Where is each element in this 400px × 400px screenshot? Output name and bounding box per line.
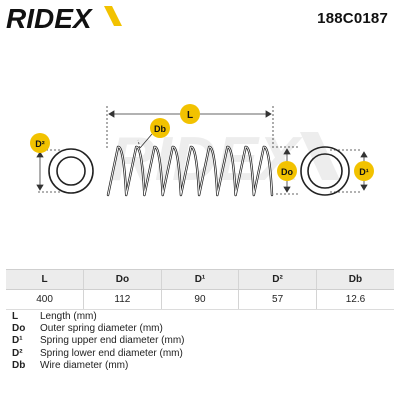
brand-accent-icon <box>104 6 122 26</box>
legend-item: D¹ Spring upper end diameter (mm) <box>12 335 382 347</box>
value-upper-end-diameter: 90 <box>160 289 239 310</box>
header-length: L <box>6 269 84 290</box>
arrow-right-icon <box>265 110 272 118</box>
value-length: 400 <box>6 289 84 310</box>
legend-desc: Outer spring diameter (mm) <box>40 323 163 335</box>
legend-desc: Wire diameter (mm) <box>40 359 129 371</box>
specs-value-row: 400 112 90 57 12.6 <box>6 289 394 310</box>
spring-side-view <box>106 145 274 197</box>
brand-name: RIDEX <box>6 3 94 34</box>
svg-text:Do: Do <box>281 167 293 177</box>
badge-wire-diameter: Db <box>150 118 170 138</box>
part-number: 188C0187 <box>317 10 388 27</box>
legend-abbr: L <box>12 311 19 322</box>
specs-table: L Do D¹ D² Db 400 112 90 57 12.6 <box>6 269 394 310</box>
watermark-accent-icon <box>300 132 340 180</box>
spring-diagram: RIDEX <box>30 104 374 197</box>
svg-text:L: L <box>187 110 193 121</box>
arrow-up-icon <box>283 148 291 155</box>
arrow-down-icon <box>283 186 291 193</box>
arrow-left-icon <box>108 110 115 118</box>
badge-outer-diameter: Do <box>277 161 297 181</box>
badge-length: L <box>180 104 200 124</box>
brand-logo: RIDEX <box>4 2 134 34</box>
wire-diameter-pointer <box>137 133 153 149</box>
ridex-logo-icon: RIDEX <box>6 3 122 34</box>
arrow-up-icon <box>36 151 44 158</box>
legend-abbr: D¹ <box>12 335 23 347</box>
legend-abbr: Db <box>12 359 26 371</box>
technical-drawing: RIDEX <box>0 40 400 268</box>
badge-upper-end-diameter: D¹ <box>354 161 374 181</box>
value-outer-diameter: 112 <box>83 289 162 310</box>
header-wire-diameter: Db <box>315 269 394 290</box>
legend-abbr: D² <box>12 347 23 359</box>
legend-item: L Length (mm) <box>12 311 382 323</box>
value-lower-end-diameter: 57 <box>238 289 317 310</box>
arrow-down-icon <box>36 184 44 191</box>
arrow-down-icon <box>360 184 368 191</box>
svg-text:D¹: D¹ <box>359 167 369 177</box>
legend-item: Do Outer spring diameter (mm) <box>12 323 382 335</box>
legend-item: D² Spring lower end diameter (mm) <box>12 348 382 360</box>
specs-header-row: L Do D¹ D² Db <box>6 269 394 290</box>
header: RIDEX 188C0187 <box>0 0 400 36</box>
legend-desc: Length (mm) <box>40 311 97 322</box>
spring-coil-highlight <box>107 146 273 196</box>
arrow-up-icon <box>360 151 368 158</box>
upper-end-view <box>300 146 350 196</box>
lower-end-diameter-dimension <box>36 149 60 193</box>
header-lower-end-diameter: D² <box>238 269 317 290</box>
upper-end-diameter-dimension <box>330 149 368 193</box>
svg-text:Db: Db <box>154 124 166 134</box>
svg-text:D²: D² <box>35 139 45 149</box>
legend: L Length (mm) Do Outer spring diameter (… <box>12 311 382 372</box>
lower-end-view <box>48 148 94 194</box>
legend-desc: Spring upper end diameter (mm) <box>40 335 185 347</box>
legend-desc: Spring lower end diameter (mm) <box>40 347 183 359</box>
badge-lower-end-diameter: D² <box>30 133 50 153</box>
header-outer-diameter: Do <box>83 269 162 290</box>
legend-abbr: Do <box>12 323 26 335</box>
header-upper-end-diameter: D¹ <box>160 269 239 290</box>
value-wire-diameter: 12.6 <box>315 289 394 310</box>
legend-item: Db Wire diameter (mm) <box>12 360 382 372</box>
